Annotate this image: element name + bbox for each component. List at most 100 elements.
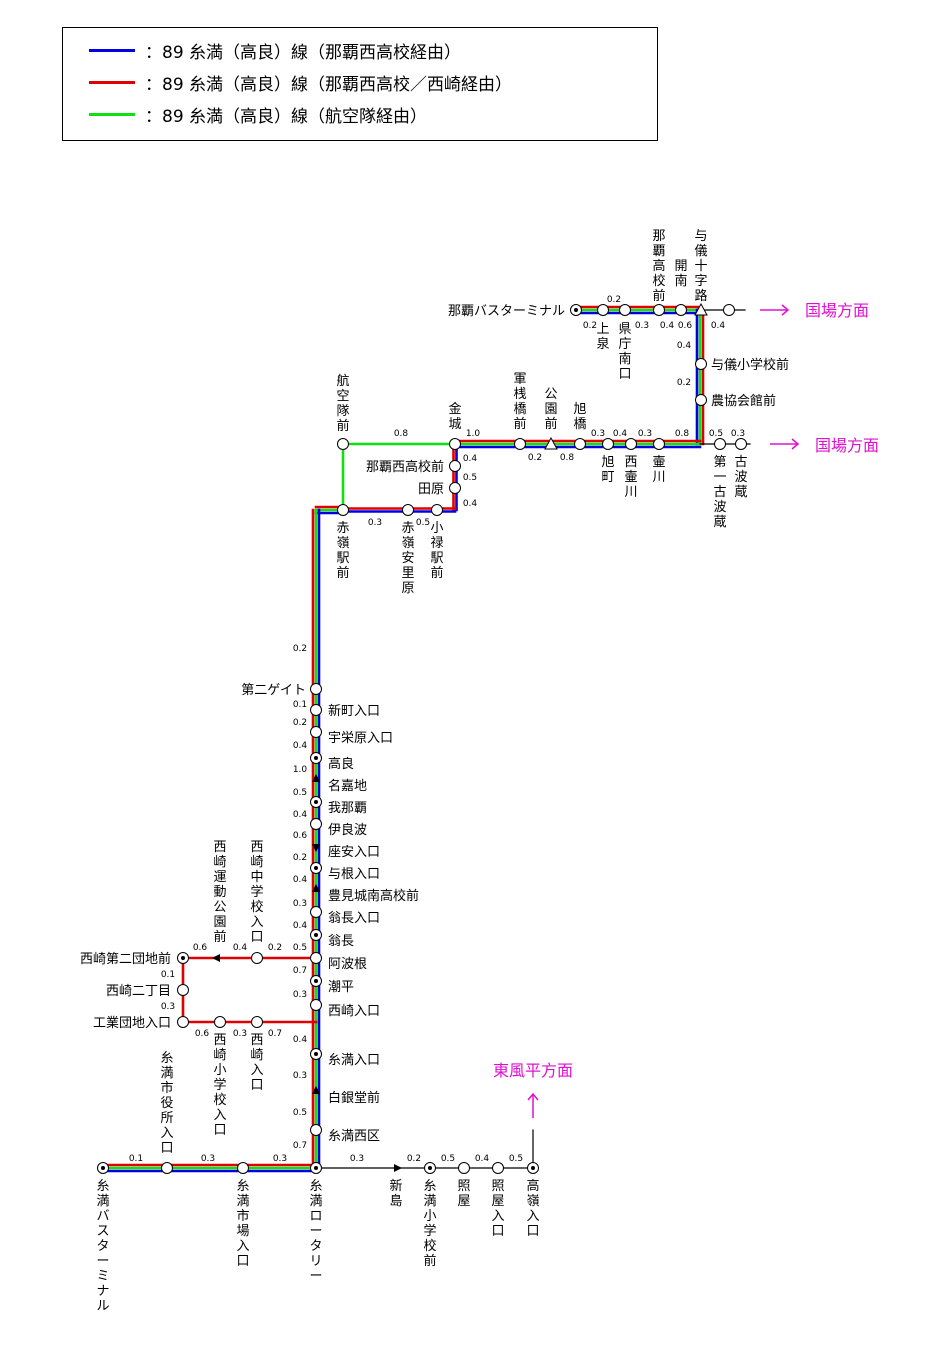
distance-label: 0.3	[635, 321, 649, 331]
direction-arrow	[312, 844, 320, 852]
distance-label: 0.7	[268, 1029, 282, 1039]
legend-label: ：89 糸満（高良）線（那覇西高校／西崎経由）	[145, 75, 513, 95]
stop-label-char: 路	[694, 288, 707, 304]
stop-label-char: 高	[526, 1178, 539, 1194]
distance-label: 0.4	[293, 921, 308, 931]
stop-center-dot	[314, 979, 318, 983]
stop-circle	[310, 818, 322, 830]
distance-label: 0.2	[293, 718, 307, 728]
distance-label: 0.5	[463, 473, 477, 483]
stop-circle	[675, 304, 687, 316]
stop-circle	[714, 438, 726, 450]
stop-circle	[695, 394, 707, 406]
stop-label-char: 屋	[457, 1194, 470, 1209]
stop-label-onaga: 翁長	[328, 934, 354, 949]
stop-label-shinmachi: 新町入口	[328, 703, 380, 719]
stop-label-char: 場	[236, 1224, 249, 1239]
distance-label: 0.3	[350, 1154, 364, 1164]
distance-label: 0.3	[368, 518, 382, 528]
direction-label-kochindabira: 東風平方面	[493, 1061, 573, 1080]
stop-center-dot	[574, 308, 578, 312]
distance-label: 0.3	[293, 899, 307, 909]
stop-label-char: 崎	[250, 1048, 263, 1063]
stop-label-char: ー	[309, 1269, 322, 1284]
stop-label-char: 入	[491, 1209, 504, 1224]
stop-center-dot	[314, 866, 318, 870]
stop-label-char: 入	[526, 1209, 539, 1224]
stop-label-char: 市	[236, 1208, 249, 1224]
distance-label: 0.6	[293, 831, 308, 841]
stop-label-tabaru: 田原	[418, 482, 444, 497]
stop-circle	[449, 438, 461, 450]
distance-label: 0.6	[678, 321, 693, 331]
stop-label-takara: 高良	[328, 756, 354, 772]
legend-label: ：89 糸満（高良）線（那覇西高校経由）	[145, 43, 462, 63]
stop-label-char: 嶺	[401, 536, 414, 551]
stop-label-nishizaki-iri2: 西崎入口	[250, 1033, 263, 1093]
stop-label-nishizaki-2chome: 西崎二丁目	[106, 984, 171, 999]
direction-arrow	[312, 884, 320, 892]
stop-circle	[310, 999, 322, 1011]
stop-label-char: 川	[624, 485, 637, 500]
stop-label-char: 高	[652, 258, 665, 274]
stop-center-dot	[314, 933, 318, 937]
stop-label-char: 川	[652, 470, 665, 485]
stop-label-char: 西	[250, 1033, 263, 1048]
stop-label-char: 口	[236, 1254, 249, 1269]
distance-label: 0.6	[193, 943, 208, 953]
stop-label-char: 南	[674, 273, 687, 289]
stop-label-char: 前	[423, 1253, 436, 1269]
distance-label: 0.3	[201, 1154, 215, 1164]
stop-label-char: 公	[213, 900, 226, 915]
stop-label-char: 県	[618, 322, 631, 337]
distance-label: 0.3	[293, 990, 307, 1000]
stop-label-onaga-iri: 翁長入口	[328, 911, 380, 926]
stop-label-char: 糸	[96, 1179, 109, 1194]
stop-label-char: 学	[213, 1077, 226, 1093]
stop-label-char: 古	[713, 485, 726, 500]
stop-label-char: 古	[734, 455, 747, 470]
distance-label: 0.5	[709, 429, 723, 439]
distance-label: 0.1	[129, 1154, 143, 1164]
stop-label-char: 口	[250, 1078, 263, 1093]
stop-label-char: 糸	[309, 1179, 322, 1194]
stop-label-char: 桟	[513, 387, 526, 402]
stop-labels: 那覇バスターミナル上泉県庁南口那覇高校前開南与儀十字路与儀小学校前農協会館前航空…	[80, 229, 789, 1314]
stop-label-char: 一	[713, 470, 726, 485]
stop-circle	[735, 438, 747, 450]
stop-label-ganaha: 我那覇	[328, 801, 367, 816]
stop-center-dot	[531, 1166, 535, 1170]
distance-label: 0.5	[293, 788, 307, 798]
stop-label-char: 禄	[430, 536, 443, 551]
stop-label-char: 崎	[213, 855, 226, 870]
stop-triangle	[544, 436, 558, 450]
stop-label-char: 庁	[618, 337, 631, 352]
stop-label-char: 西	[250, 840, 263, 855]
stop-label-char: 波	[734, 470, 747, 485]
stop-center-dot	[428, 1166, 432, 1170]
stop-label-char: 蔵	[713, 515, 726, 530]
stop-label-char: 小	[430, 521, 443, 536]
distance-label: 0.3	[161, 1002, 175, 1012]
distance-label: 0.4	[463, 499, 478, 509]
stop-label-char: 城	[448, 417, 461, 432]
stop-center-dot	[314, 756, 318, 760]
stop-label-asahimachi: 旭町	[601, 455, 614, 485]
stop-center-dot	[101, 1166, 105, 1170]
stop-label-char: 第	[713, 455, 726, 470]
distance-label: 0.2	[607, 295, 621, 305]
stop-label-char: 入	[250, 915, 263, 930]
distance-label: 0.3	[731, 429, 745, 439]
stop-label-char: 旭	[573, 402, 586, 417]
stop-label-char: 前	[430, 565, 443, 581]
stop-label-char: 駅	[336, 551, 349, 566]
stop-label-tomigusuku-hs: 豊見城南高校前	[328, 888, 419, 904]
stop-center-dot	[314, 1052, 318, 1056]
